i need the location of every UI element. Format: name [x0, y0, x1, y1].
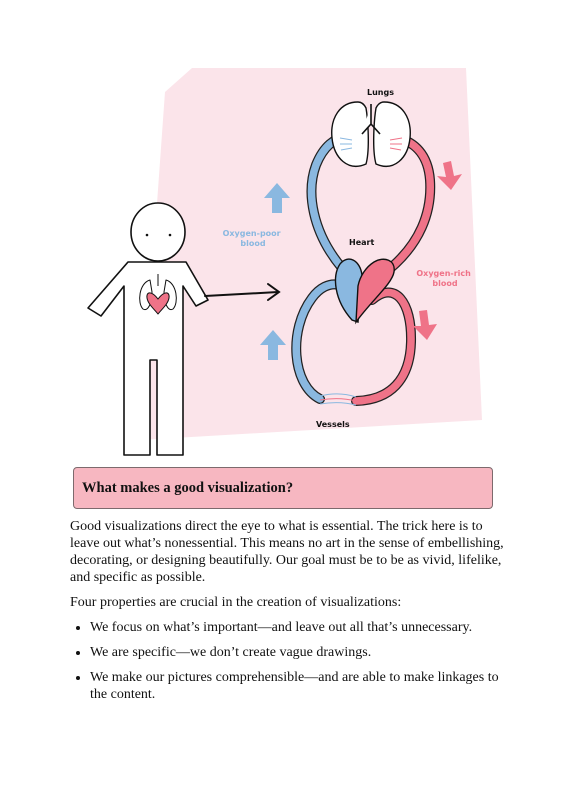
direction-arrow-icon	[260, 161, 462, 360]
pointer-arrow-icon	[204, 283, 281, 301]
oxygen-rich-label-line1: Oxygen-rich	[416, 269, 471, 278]
oxygen-rich-label-line2: blood	[432, 279, 457, 288]
lungs-label: Lungs	[367, 88, 394, 97]
section-heading: What makes a good visualization?	[82, 479, 294, 496]
vessels-label: Vessels	[316, 420, 350, 429]
list-item: We are specific—we don’t create vague dr…	[90, 644, 510, 661]
person-figure	[87, 202, 209, 456]
heart-icon	[334, 258, 395, 325]
oxygen-poor-label: Oxygen-poor blood	[223, 229, 284, 248]
section-heading-box: What makes a good visualization?	[73, 467, 493, 509]
lead-paragraph: Four properties are crucial in the creat…	[70, 595, 402, 610]
capillaries	[319, 393, 357, 406]
heart-label: Heart	[349, 238, 374, 247]
background-panel	[140, 68, 482, 440]
oxygen-poor-label-line2: blood	[240, 239, 265, 248]
oxygen-poor-label-line1: Oxygen-poor	[223, 229, 281, 238]
list-item: We focus on what’s important—and leave o…	[90, 619, 510, 636]
oxygen-rich-label: Oxygen-rich blood	[416, 269, 473, 288]
intro-paragraph: Good visualizations direct the eye to wh…	[70, 519, 504, 585]
mini-heart-icon	[146, 292, 170, 315]
lungs-icon	[331, 101, 411, 167]
body-text: Good visualizations direct the eye to wh…	[70, 518, 510, 711]
list-item: We make our pictures comprehensible—and …	[90, 669, 510, 703]
properties-list: We focus on what’s important—and leave o…	[70, 619, 510, 703]
circulation-illustration: Lungs Heart Vessels Oxygen-poor blood Ox…	[87, 68, 482, 456]
